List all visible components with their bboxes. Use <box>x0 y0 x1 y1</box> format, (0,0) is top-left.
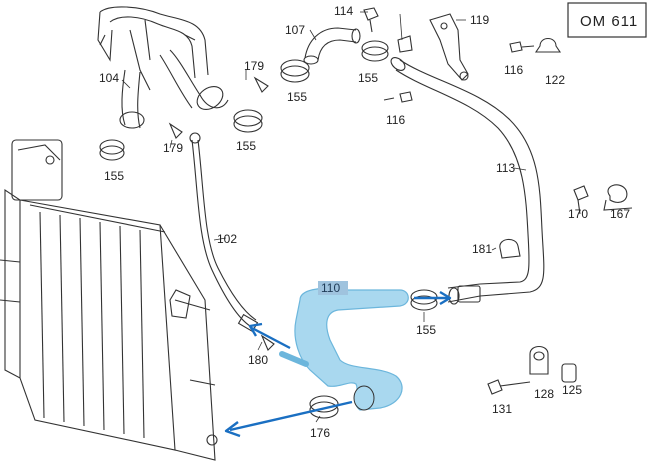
label-110: 110 <box>321 281 340 295</box>
bolts <box>363 7 589 395</box>
arrow-to-pipe-102 <box>251 326 291 350</box>
flow-arrows <box>224 290 452 438</box>
hoses-104 <box>97 6 229 129</box>
hose-110-highlight <box>279 287 409 411</box>
label-180: 180 <box>248 353 268 367</box>
label-155-c: 155 <box>236 139 256 153</box>
label-179-mid: 179 <box>163 141 183 155</box>
leader-lines <box>121 11 527 423</box>
label-176: 176 <box>310 426 330 440</box>
label-104: 104 <box>99 71 119 85</box>
label-155-d: 155 <box>104 169 124 183</box>
clips <box>499 37 633 383</box>
label-122: 122 <box>545 73 565 87</box>
label-102: 102 <box>217 232 237 246</box>
label-113: 113 <box>496 161 515 175</box>
hose-107 <box>303 27 361 65</box>
label-119: 119 <box>470 13 489 27</box>
label-179-top: 179 <box>244 59 264 73</box>
label-181: 181 <box>472 242 492 256</box>
hose-113 <box>390 57 545 305</box>
label-155-a: 155 <box>287 90 307 104</box>
bracket-119 <box>397 13 469 81</box>
model-code-box: OM 611 <box>567 2 647 38</box>
label-110-highlight <box>318 281 348 295</box>
label-128: 128 <box>534 387 554 401</box>
label-155-e: 155 <box>416 323 436 337</box>
label-131: 131 <box>492 402 512 416</box>
arrow-to-radiator <box>229 400 353 432</box>
label-167: 167 <box>610 207 630 221</box>
pipe-102 <box>189 132 259 333</box>
label-170: 170 <box>568 207 588 221</box>
label-116-a: 116 <box>504 63 523 77</box>
label-114: 114 <box>334 4 353 18</box>
label-116-b: 116 <box>386 113 405 127</box>
label-107: 107 <box>285 23 305 37</box>
label-125: 125 <box>562 383 582 397</box>
radiator <box>0 139 218 461</box>
model-code: OM 611 <box>580 13 638 30</box>
label-155-b: 155 <box>358 71 378 85</box>
